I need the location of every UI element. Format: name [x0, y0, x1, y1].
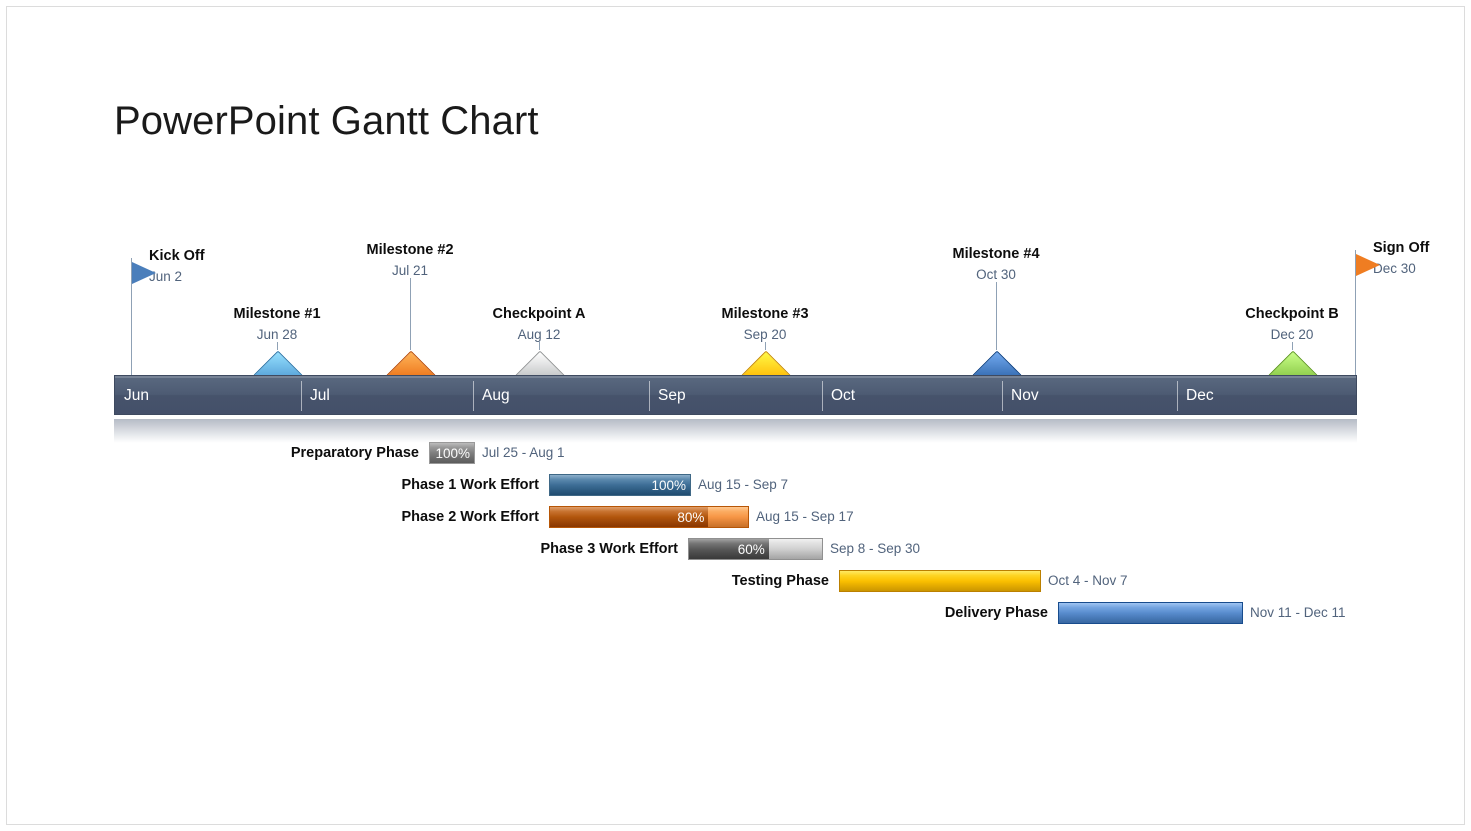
page-title: PowerPoint Gantt Chart [114, 99, 539, 143]
task-row-phase-3-work-effort: Phase 3 Work Effort 60% Sep 8 - Sep 30 [0, 536, 1471, 562]
milestone-label-checkpoint-a: Checkpoint A [492, 306, 586, 322]
milestone-date-milestone-4: Oct 30 [976, 267, 1016, 282]
timeline-month-nov: Nov [1002, 376, 1177, 416]
task-dates-phase-3-work-effort: Sep 8 - Sep 30 [830, 541, 921, 556]
milestone-date-sign-off: Dec 30 [1373, 261, 1416, 276]
milestone-date-kick-off: Jun 2 [149, 269, 183, 284]
milestone-stem-checkpoint-a [539, 342, 540, 350]
month-divider-line [649, 381, 650, 411]
milestone-label-milestone-4: Milestone #4 [952, 246, 1040, 262]
task-dates-delivery-phase: Nov 11 - Dec 11 [1250, 605, 1346, 620]
task-bar-delivery-phase[interactable] [1058, 602, 1243, 624]
task-bar-testing-phase[interactable] [839, 570, 1041, 592]
task-percent-phase-3-work-effort: 60% [737, 542, 765, 557]
milestone-label-checkpoint-b: Checkpoint B [1245, 306, 1339, 322]
timeline-month-sep: Sep [649, 376, 822, 416]
milestone-stem-milestone-2 [410, 278, 411, 350]
month-label: Jun [124, 387, 149, 404]
month-label: Jul [310, 387, 330, 404]
month-label: Nov [1011, 387, 1039, 404]
month-label: Dec [1186, 387, 1214, 404]
task-label-delivery-phase: Delivery Phase [944, 605, 1048, 621]
task-row-phase-2-work-effort: Phase 2 Work Effort 80% Aug 15 - Sep 17 [0, 504, 1471, 530]
task-bar-phase-3-work-effort[interactable]: 60% [688, 538, 823, 560]
task-row-preparatory-phase: Preparatory Phase 100% Jul 25 - Aug 1 [0, 440, 1471, 466]
milestone-stem-checkpoint-b [1292, 342, 1293, 350]
task-dates-testing-phase: Oct 4 - Nov 7 [1048, 573, 1128, 588]
milestone-label-milestone-2: Milestone #2 [366, 242, 454, 258]
milestone-date-milestone-1: Jun 28 [256, 327, 298, 342]
milestone-flag-icon-kick-off[interactable] [132, 262, 156, 284]
milestone-date-milestone-2: Jul 21 [391, 263, 429, 278]
timeline-month-jul: Jul [301, 376, 473, 416]
milestone-date-checkpoint-b: Dec 20 [1270, 327, 1314, 342]
milestone-stem-milestone-3 [765, 342, 766, 350]
milestone-label-sign-off: Sign Off [1373, 240, 1430, 256]
month-label: Oct [831, 387, 856, 404]
task-dates-phase-2-work-effort: Aug 15 - Sep 17 [756, 509, 854, 524]
task-bar-preparatory-phase[interactable]: 100% [429, 442, 475, 464]
task-label-phase-2-work-effort: Phase 2 Work Effort [401, 509, 539, 525]
milestone-stem-kick-off [131, 258, 132, 377]
milestone-stem-milestone-4 [996, 282, 997, 350]
task-progress-fill-preparatory-phase [430, 443, 474, 463]
task-dates-phase-1-work-effort: Aug 15 - Sep 7 [698, 477, 789, 492]
task-percent-preparatory-phase: 100% [435, 446, 470, 461]
milestone-label-milestone-1: Milestone #1 [233, 306, 321, 322]
timeline-month-oct: Oct [822, 376, 1002, 416]
task-bar-phase-2-work-effort[interactable]: 80% [549, 506, 749, 528]
timeline-month-jun: Jun [115, 376, 301, 416]
milestone-date-checkpoint-a: Aug 12 [517, 327, 561, 342]
timeline-month-dec: Dec [1177, 376, 1358, 416]
month-divider-line [822, 381, 823, 411]
timeline-axis-bar: Jun Jul Aug Sep Oct Nov Dec [114, 375, 1357, 415]
milestone-stem-milestone-1 [277, 342, 278, 350]
task-row-phase-1-work-effort: Phase 1 Work Effort 100% Aug 15 - Sep 7 [0, 472, 1471, 498]
month-label: Aug [482, 387, 510, 404]
month-divider-line [1002, 381, 1003, 411]
task-label-phase-3-work-effort: Phase 3 Work Effort [540, 541, 678, 557]
task-row-delivery-phase: Delivery Phase Nov 11 - Dec 11 [0, 600, 1471, 626]
task-progress-fill-phase-1-work-effort [550, 475, 690, 495]
task-progress-fill-phase-2-work-effort [550, 507, 709, 527]
task-bar-phase-1-work-effort[interactable]: 100% [549, 474, 691, 496]
task-label-preparatory-phase: Preparatory Phase [290, 445, 419, 461]
task-dates-preparatory-phase: Jul 25 - Aug 1 [482, 445, 565, 460]
milestone-label-kick-off: Kick Off [149, 248, 205, 264]
milestone-label-milestone-3: Milestone #3 [721, 306, 809, 322]
task-percent-phase-2-work-effort: 80% [677, 510, 705, 525]
month-divider-line [1177, 381, 1178, 411]
task-progress-fill-phase-3-work-effort [689, 539, 769, 559]
milestone-flag-icon-sign-off[interactable] [1356, 254, 1380, 276]
milestone-date-milestone-3: Sep 20 [743, 327, 787, 342]
milestone-stem-sign-off [1355, 250, 1356, 377]
task-label-testing-phase: Testing Phase [731, 573, 829, 589]
task-percent-phase-1-work-effort: 100% [651, 478, 686, 493]
timeline-reflection [114, 419, 1357, 443]
month-divider-line [473, 381, 474, 411]
month-divider-line [301, 381, 302, 411]
month-label: Sep [658, 387, 686, 404]
task-progress-fill-delivery-phase [1059, 603, 1242, 623]
task-progress-fill-testing-phase [840, 571, 1040, 591]
task-label-phase-1-work-effort: Phase 1 Work Effort [401, 477, 539, 493]
task-row-testing-phase: Testing Phase Oct 4 - Nov 7 [0, 568, 1471, 594]
timeline-month-aug: Aug [473, 376, 649, 416]
